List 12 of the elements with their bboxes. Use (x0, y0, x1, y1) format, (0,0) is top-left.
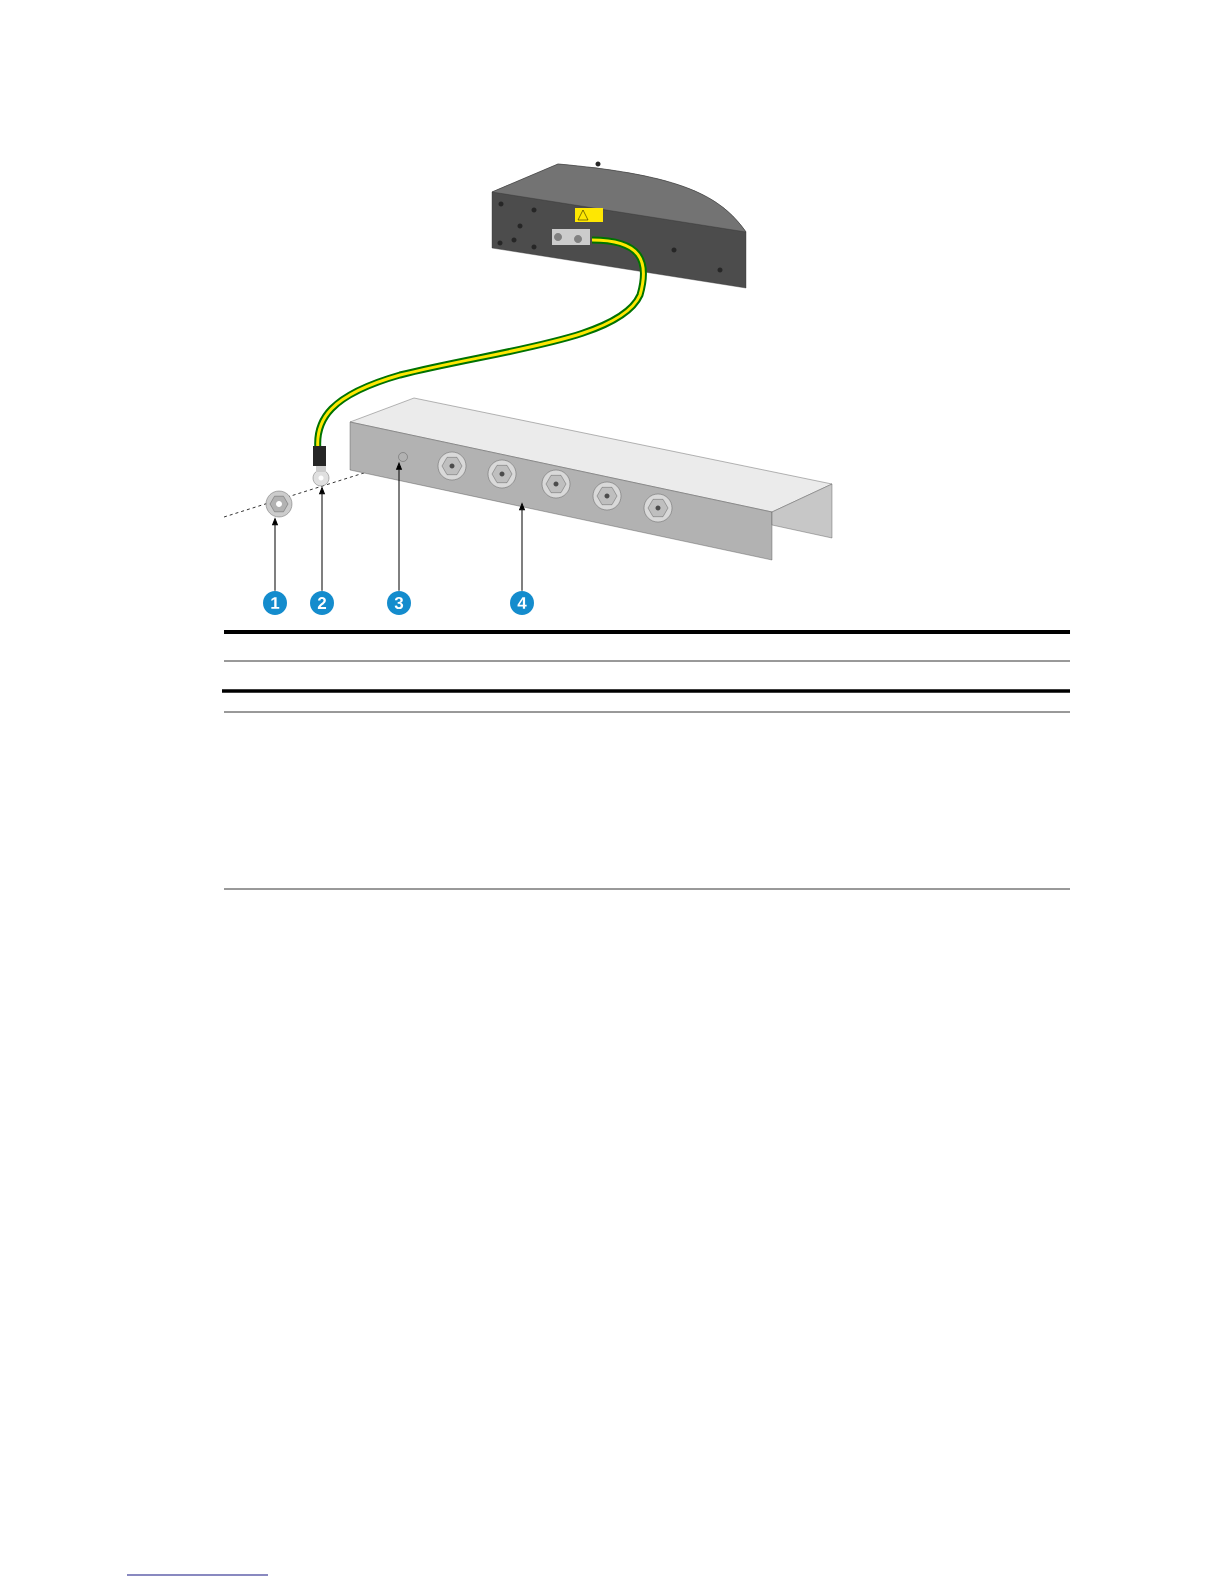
callout-number: 1 (263, 591, 287, 615)
leader-line (396, 462, 402, 592)
leader-line (272, 518, 278, 592)
callout-number: 4 (510, 591, 534, 615)
leader-line (519, 503, 525, 592)
nut-drawing (265, 490, 293, 518)
ground-bar-drawing (349, 397, 833, 561)
callout-number: 3 (387, 591, 411, 615)
callout-number: 2 (310, 591, 334, 615)
screw-hole (398, 452, 408, 462)
lug-drawing (312, 466, 330, 487)
leader-line (319, 487, 325, 592)
